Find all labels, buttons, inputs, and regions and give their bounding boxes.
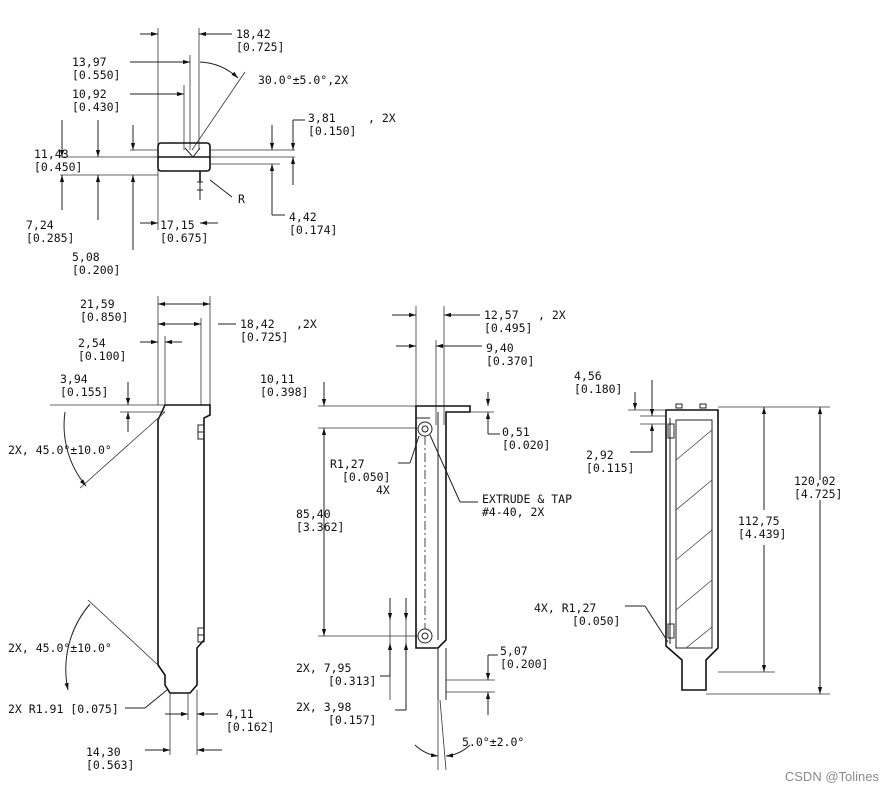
radius-label: R1,27 — [330, 457, 365, 471]
watermark: CSDN @Tolines — [784, 769, 879, 784]
callout-label: EXTRUDE & TAP — [482, 492, 572, 506]
dim-label: 17,15 — [160, 218, 195, 232]
angle-label: 2X, 45.0°±10.0° — [8, 641, 112, 655]
dim-label: 18,42 — [236, 27, 271, 41]
radius-label: 2X R1.91 [0.075] — [8, 702, 119, 716]
detail-view-top — [59, 28, 305, 250]
dim-label: ,2X — [296, 317, 317, 331]
dim-label: 5,08 — [72, 250, 100, 264]
dim-label: 3,94 — [60, 372, 88, 386]
detail-view-top-labels: 18,42 [0.725] 13,97 [0.550] 10,92 [0.430… — [26, 27, 396, 277]
dim-label: [0.174] — [289, 223, 337, 237]
dim-label: 21,59 — [80, 297, 115, 311]
dim-label: 13,97 — [72, 55, 107, 69]
dim-label: 7,24 — [26, 218, 54, 232]
dim-label: 85,40 — [296, 507, 331, 521]
angle-label: 30.0°±5.0°,2X — [258, 73, 348, 87]
dim-label: 18,42 — [240, 317, 275, 331]
dim-label: 10,92 — [72, 87, 107, 101]
callout-label: #4-40, 2X — [482, 505, 544, 519]
dim-label: 14,30 — [86, 745, 121, 759]
radius-label: 4X — [376, 483, 390, 497]
dim-label: [0.155] — [60, 385, 108, 399]
dim-label: 9,40 — [486, 341, 514, 355]
front-view-labels: 12,57 , 2X [0.495] 9,40 [0.370] 10,11 [0… — [260, 308, 572, 749]
dim-label: [0.157] — [328, 713, 376, 727]
dim-label: [0.180] — [574, 382, 622, 396]
dim-label: [4.725] — [794, 487, 842, 501]
dim-label: , 2X — [368, 111, 396, 125]
dim-label: 0,51 — [502, 425, 530, 439]
dim-label: [0.550] — [72, 68, 120, 82]
dim-label: 112,75 — [738, 514, 780, 528]
dim-label: 2,54 — [78, 336, 106, 350]
dim-label: 5,07 — [500, 644, 528, 658]
dim-label: [0.150] — [308, 124, 356, 138]
dim-label: 11,43 — [34, 147, 69, 161]
dim-label: [0.285] — [26, 231, 74, 245]
dim-label: [0.200] — [500, 657, 548, 671]
front-view — [318, 306, 500, 771]
dim-label: 4,11 — [226, 707, 254, 721]
radius-label: [0.050] — [572, 614, 620, 628]
dim-label: 120,02 — [794, 474, 836, 488]
dim-label: [0.313] — [328, 674, 376, 688]
dim-label: 2,92 — [586, 448, 614, 462]
dim-label: [0.675] — [160, 231, 208, 245]
angle-label: 2X, 45.0°±10.0° — [8, 443, 112, 457]
dim-label: [0.398] — [260, 385, 308, 399]
side-view — [50, 296, 236, 755]
dim-label: [0.200] — [72, 263, 120, 277]
dim-label: [0.020] — [502, 438, 550, 452]
side-view-labels: 21,59 [0.850] 18,42 ,2X [0.725] 2,54 [0.… — [8, 297, 317, 772]
dim-label: [0.162] — [226, 720, 274, 734]
angle-label: 5.0°±2.0° — [462, 735, 524, 749]
face-view-labels: 4,56 [0.180] 2,92 [0.115] 112,75 [4.439]… — [534, 369, 842, 628]
dim-label: [0.495] — [484, 321, 532, 335]
dim-label: [0.370] — [486, 354, 534, 368]
dim-label: 4,42 — [289, 210, 317, 224]
dim-label: , 2X — [538, 308, 566, 322]
dim-label: [0.430] — [72, 100, 120, 114]
dim-label: 3,81 — [308, 111, 336, 125]
dim-label: [0.100] — [78, 349, 126, 363]
face-view — [625, 380, 830, 695]
dim-label: [0.850] — [80, 310, 128, 324]
radius-label: R — [238, 192, 245, 206]
dim-label: 2X, 7,95 — [296, 661, 351, 675]
radius-label: [0.050] — [342, 470, 390, 484]
dim-label: [0.115] — [586, 461, 634, 475]
dim-label: 2X, 3,98 — [296, 700, 351, 714]
dim-label: 4,56 — [574, 369, 602, 383]
dim-label: 12,57 — [484, 308, 519, 322]
dim-label: [4.439] — [738, 527, 786, 541]
dim-label: [0.450] — [34, 160, 82, 174]
dim-label: [0.725] — [240, 330, 288, 344]
dim-label: [0.563] — [86, 758, 134, 772]
dim-label: [3.362] — [296, 520, 344, 534]
radius-label: 4X, R1,27 — [534, 601, 596, 615]
dim-label: 10,11 — [260, 372, 295, 386]
dim-label: [0.725] — [236, 40, 284, 54]
